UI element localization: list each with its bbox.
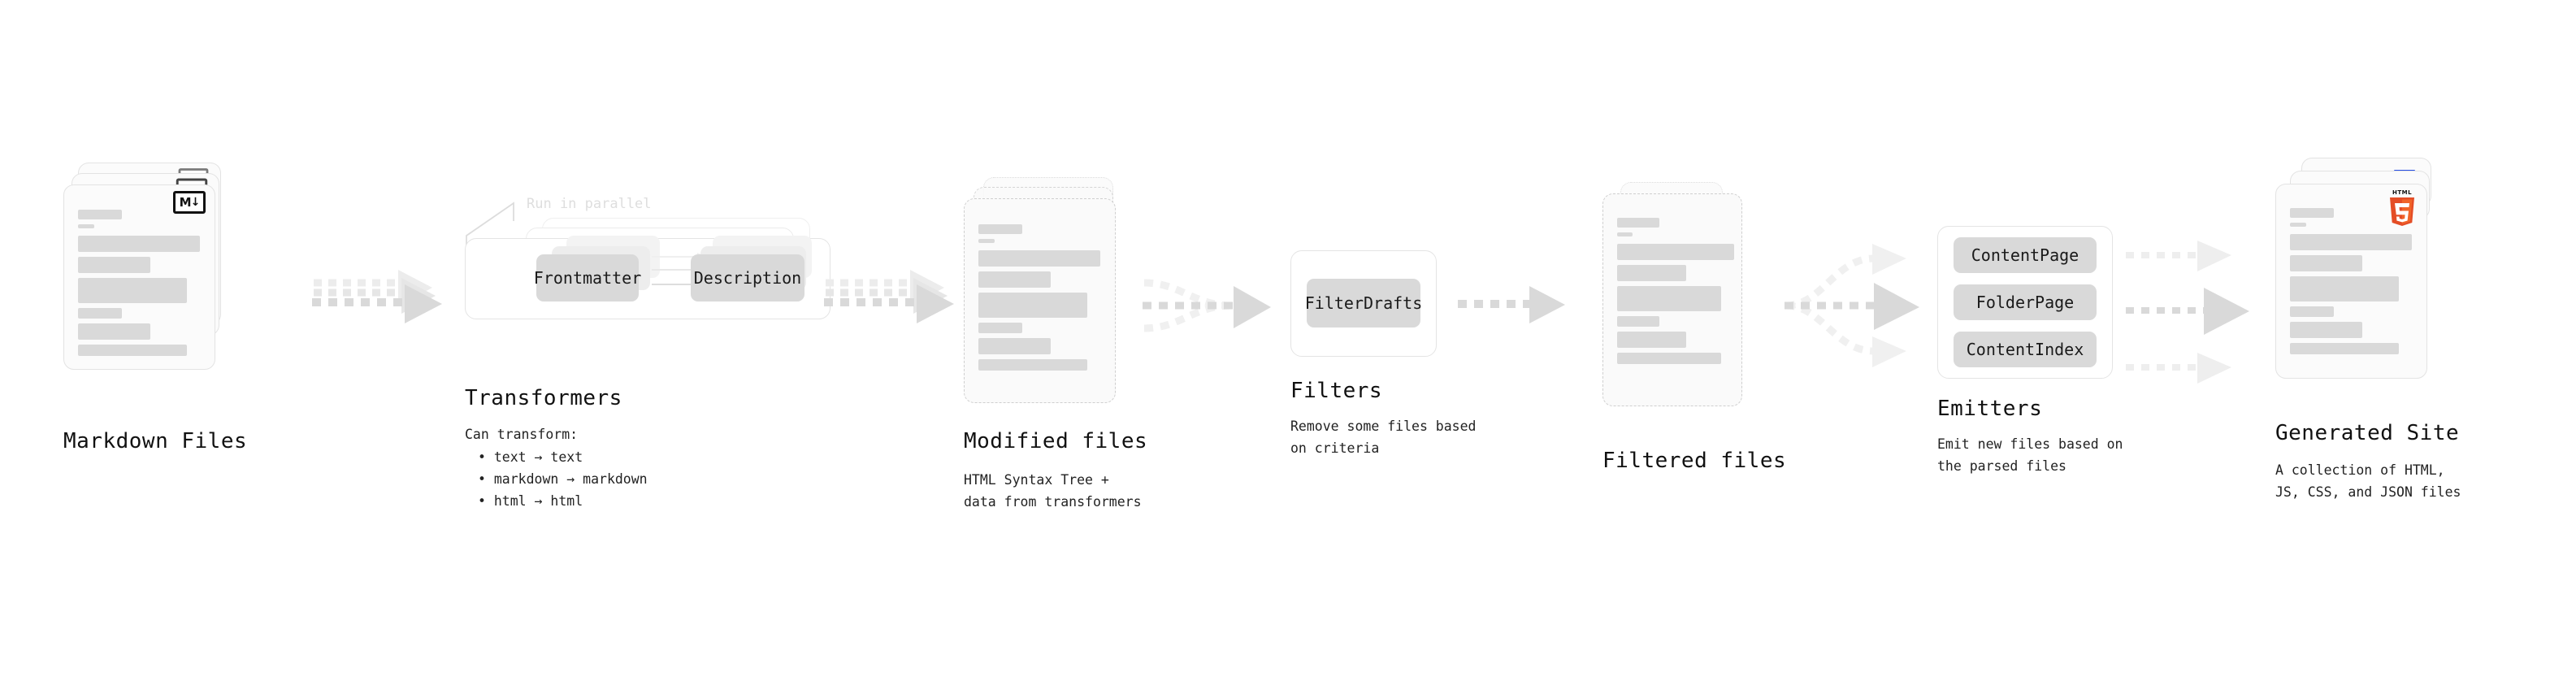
content-bar bbox=[1617, 218, 1659, 228]
emitters-subtitle: Emit new files based on the parsed files bbox=[1937, 436, 2123, 474]
content-bar bbox=[1617, 232, 1633, 236]
html5-icon: HTML bbox=[2386, 190, 2418, 228]
content-bar bbox=[78, 323, 150, 340]
markdown-files-stack: M↓ M↓ M↓ bbox=[63, 163, 226, 374]
transformers-bullet-0: • text → text bbox=[478, 449, 583, 465]
filters-subtitle: Remove some files based on criteria bbox=[1290, 419, 1477, 456]
content-bar bbox=[78, 257, 150, 273]
content-bar bbox=[2290, 255, 2362, 271]
generated-site-subtitle: A collection of HTML, JS, CSS, and JSON … bbox=[2275, 462, 2461, 500]
filtered-file-content bbox=[1617, 218, 1734, 380]
content-bar bbox=[978, 293, 1087, 318]
modified-file-content bbox=[978, 224, 1100, 379]
stage-title-filtered-files: Filtered files bbox=[1602, 449, 1787, 473]
content-bar bbox=[1617, 332, 1686, 348]
emitter-chip-contentindex[interactable]: ContentIndex bbox=[1954, 332, 2097, 367]
stage-title-generated-site: Generated Site bbox=[2275, 421, 2460, 445]
content-bar bbox=[1617, 286, 1722, 311]
content-bar bbox=[78, 345, 187, 356]
stage-title-transformers: Transformers bbox=[465, 386, 622, 410]
stage-title-filters: Filters bbox=[1290, 379, 1383, 403]
transformer-chip-frontmatter[interactable]: Frontmatter bbox=[534, 254, 641, 301]
stage-title-markdown-files: Markdown Files bbox=[63, 429, 248, 453]
generated-site-stack: CSS HTML bbox=[2275, 158, 2446, 379]
markdown-file-content bbox=[78, 210, 200, 356]
connector-transformers-to-modified bbox=[824, 270, 954, 323]
content-bar bbox=[78, 224, 94, 228]
content-bar bbox=[2290, 322, 2362, 338]
connector-modified-to-filters bbox=[1143, 279, 1271, 332]
content-bar bbox=[78, 236, 200, 252]
content-bar bbox=[978, 250, 1100, 267]
content-bar bbox=[978, 271, 1051, 288]
emitter-chip-folderpage[interactable]: FolderPage bbox=[1954, 284, 2097, 320]
filtered-files-stack bbox=[1602, 182, 1765, 410]
content-bar bbox=[978, 323, 1022, 333]
content-bar bbox=[1617, 244, 1734, 260]
transformers-group-stack: Frontmatter Description bbox=[465, 218, 839, 323]
content-bar bbox=[2290, 234, 2412, 250]
content-bar bbox=[1617, 316, 1659, 327]
generated-site-content bbox=[2290, 208, 2412, 362]
connector-filters-to-filtered bbox=[1458, 286, 1565, 323]
connector-emitters-to-site bbox=[2126, 241, 2249, 384]
stage-title-modified-files: Modified files bbox=[964, 429, 1148, 453]
transformers-subtitle: Can transform: bbox=[465, 427, 579, 442]
html5-icon-wordmark: HTML bbox=[2392, 189, 2413, 196]
connector-filtered-to-emitters bbox=[1785, 244, 1919, 367]
content-bar bbox=[1617, 353, 1722, 364]
content-bar bbox=[78, 308, 122, 319]
content-bar bbox=[2290, 343, 2399, 354]
markdown-icon: M↓ bbox=[173, 191, 206, 214]
transformers-bullet-1: • markdown → markdown bbox=[478, 471, 648, 487]
content-bar bbox=[978, 359, 1087, 371]
content-bar bbox=[78, 210, 122, 219]
stage-title-emitters: Emitters bbox=[1937, 397, 2043, 421]
modified-files-subtitle: HTML Syntax Tree + data from transformer… bbox=[964, 472, 1142, 510]
content-bar bbox=[978, 239, 995, 243]
content-bar bbox=[2290, 223, 2306, 227]
content-bar bbox=[1617, 265, 1686, 281]
connector-md-to-transformers bbox=[312, 270, 442, 323]
content-bar bbox=[978, 224, 1022, 234]
content-bar bbox=[2290, 306, 2334, 317]
content-bar bbox=[978, 338, 1051, 354]
modified-files-stack bbox=[964, 177, 1134, 405]
emitter-chip-contentpage[interactable]: ContentPage bbox=[1954, 237, 2097, 273]
run-in-parallel-label: Run in parallel bbox=[527, 196, 652, 212]
content-bar bbox=[2290, 208, 2334, 218]
filter-chip-filterdrafts[interactable]: FilterDrafts bbox=[1305, 279, 1422, 327]
content-bar bbox=[78, 278, 187, 303]
content-bar bbox=[2290, 276, 2399, 301]
transformer-chip-description[interactable]: Description bbox=[691, 254, 804, 301]
transformers-bullet-2: • html → html bbox=[478, 493, 583, 509]
